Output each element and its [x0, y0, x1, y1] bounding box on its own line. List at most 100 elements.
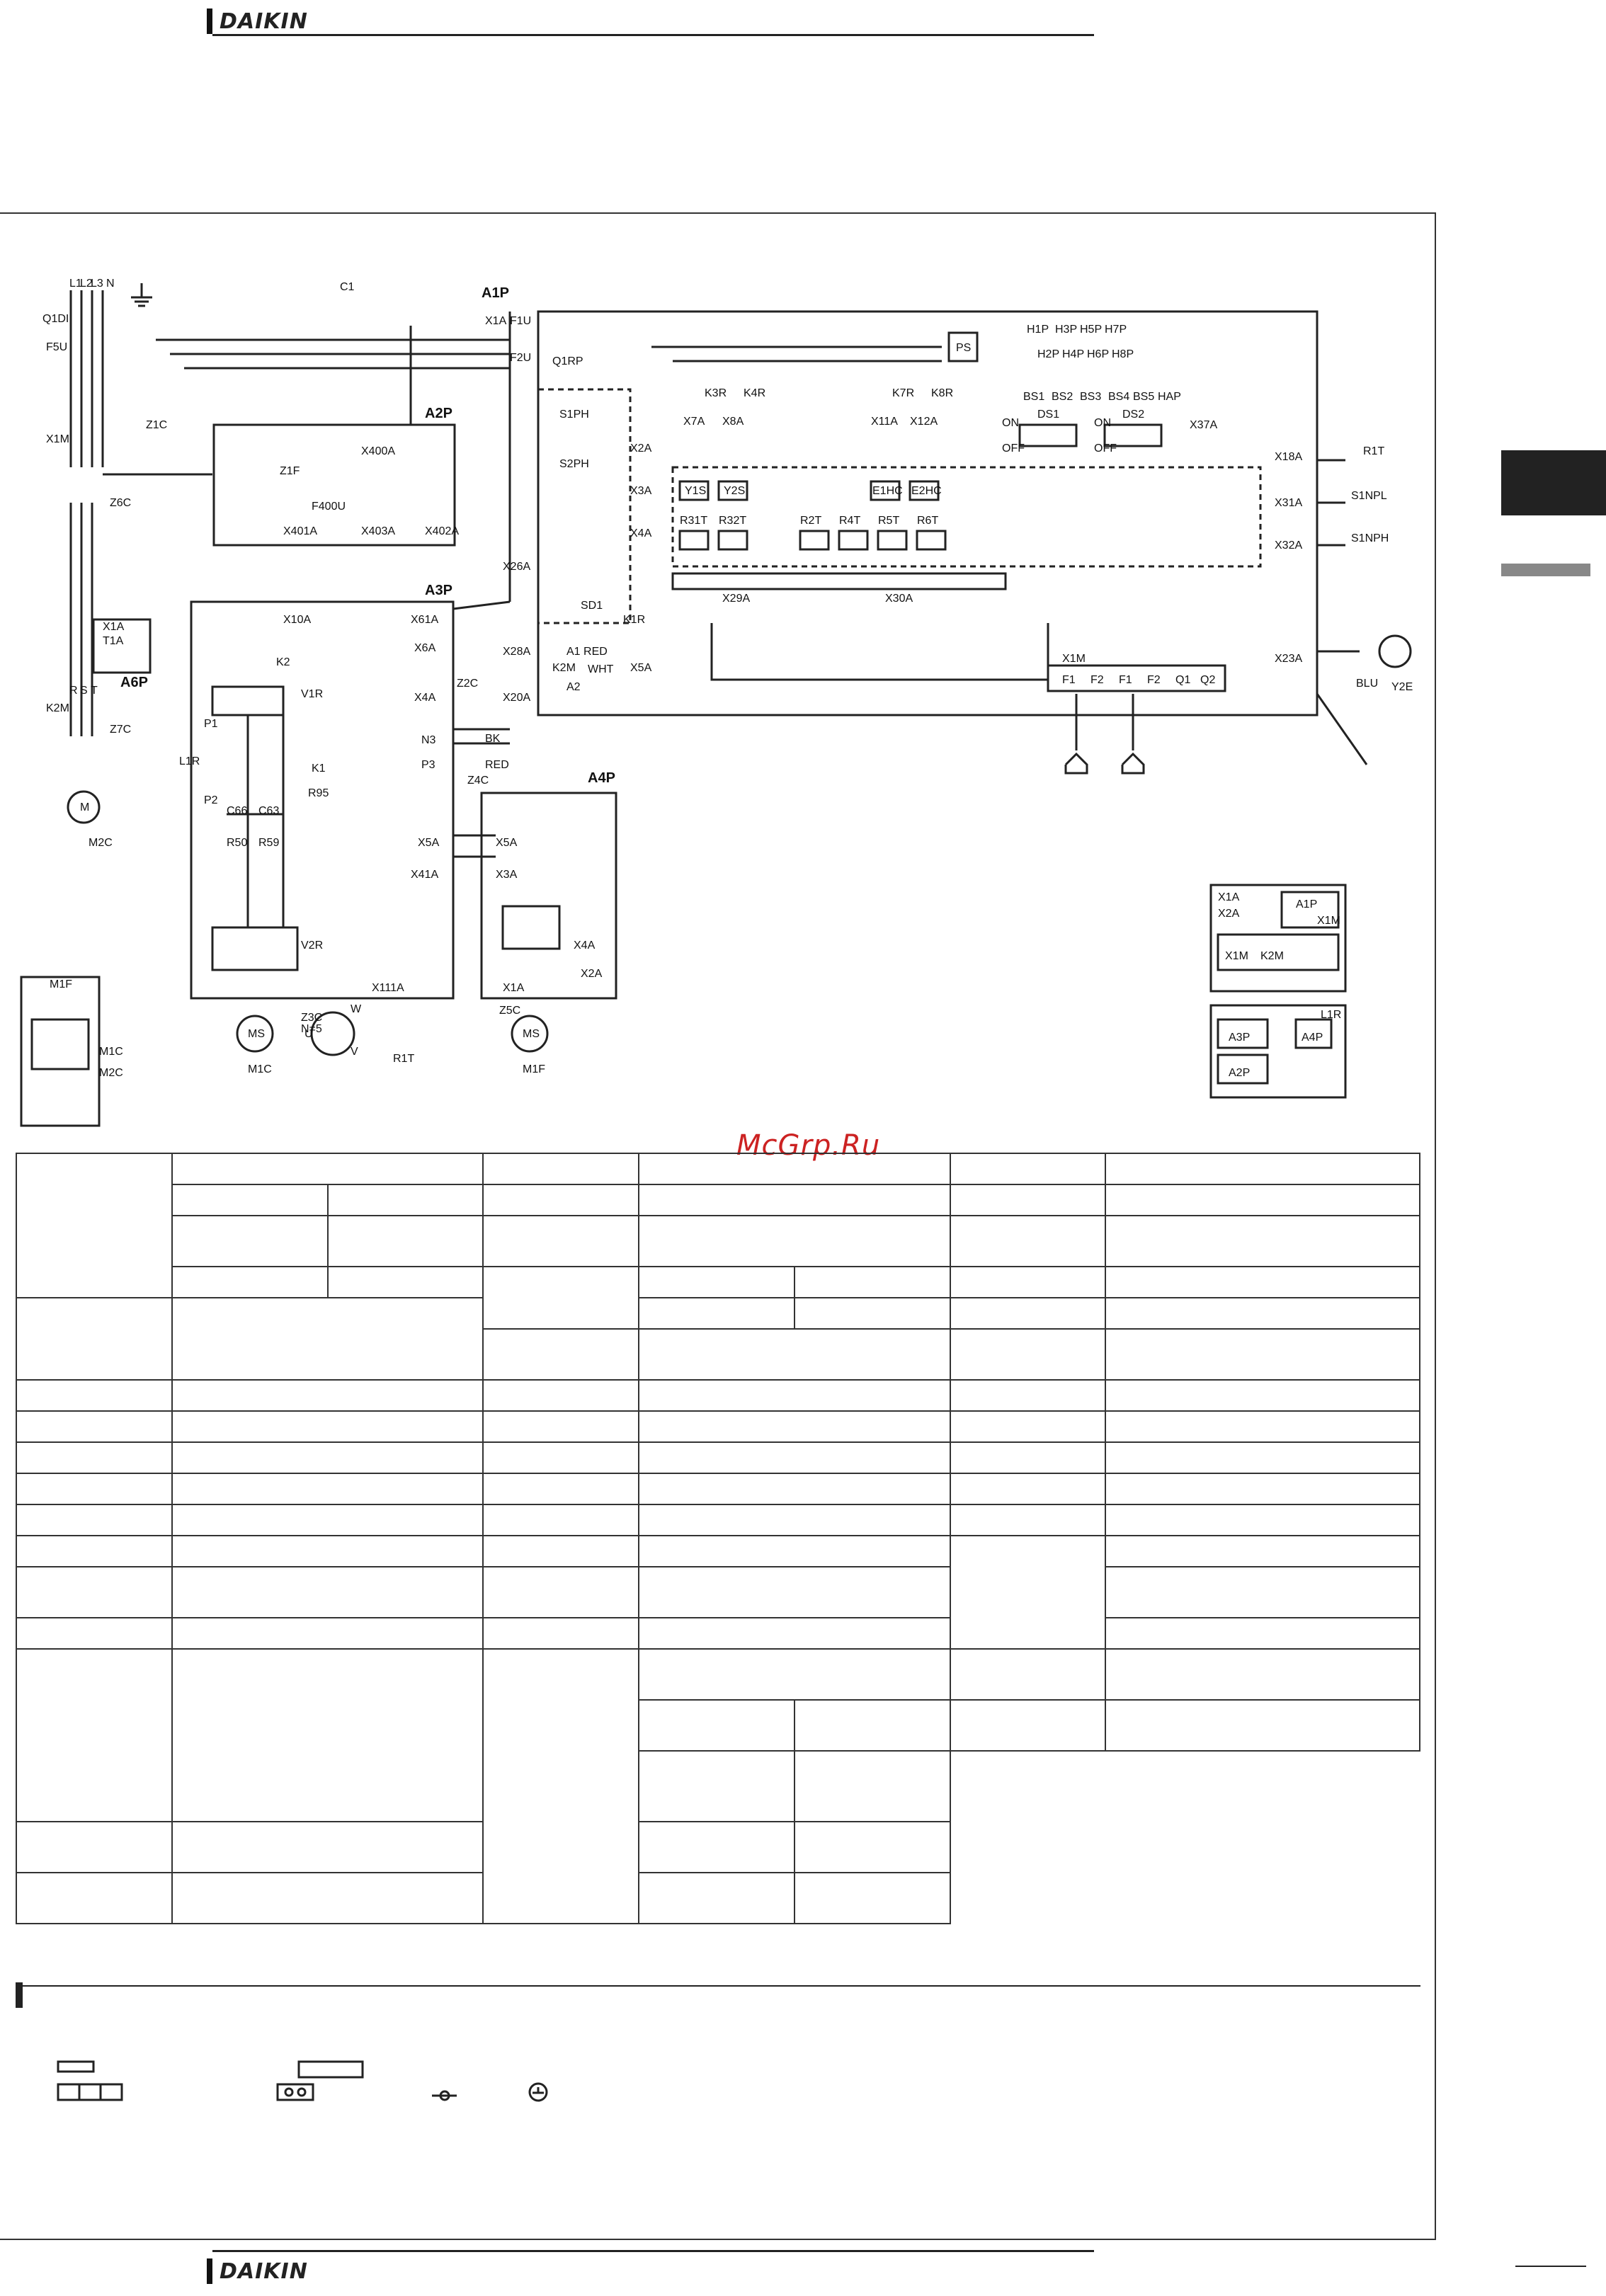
fuse-symbol [57, 2060, 95, 2073]
m1f-motor-symbol [511, 1015, 549, 1053]
label-x401a: X401A [283, 525, 317, 537]
label-a4p-small: A4P [1302, 1032, 1323, 1044]
label-y2e: Y2E [1391, 681, 1413, 693]
label-bk: BK [485, 733, 501, 745]
content-frame [0, 212, 1436, 2240]
label-x61a: X61A [411, 614, 438, 626]
label-m2c-sketch: M2C [99, 1067, 123, 1079]
a1p-inner-line [710, 623, 1049, 681]
label-r95: R95 [308, 787, 329, 799]
label-c1: C1 [340, 281, 355, 293]
label-x31a: X31A [1275, 497, 1302, 509]
label-c66: C66 [227, 805, 247, 817]
label-x8a: X8A [722, 416, 744, 428]
notes-marker [16, 1982, 23, 2008]
label-z1c: Z1C [146, 419, 167, 431]
label-p2: P2 [204, 794, 218, 806]
layout-box-top [1209, 884, 1347, 993]
label-a1p-small: A1P [1296, 898, 1317, 910]
label-y2s: Y2S [724, 485, 745, 497]
label-ds1-on: ON [1002, 417, 1019, 429]
label-m1f-sketch: M1F [50, 978, 72, 990]
label-h4p: H4P [1062, 348, 1084, 360]
wiring-diagram: A1P A2P A3P A4P A6P L1 L2 L3 N Q1DI F5U … [20, 278, 1413, 1127]
label-x18a: X18A [1275, 451, 1302, 463]
label-q1rp: Q1RP [552, 355, 583, 367]
label-c63: C63 [258, 805, 279, 817]
table-row [16, 1648, 1420, 1924]
label-l3: L3 [91, 278, 103, 290]
label-x12a: X12A [910, 416, 938, 428]
label-k3r: K3R [705, 387, 727, 399]
label-h7p: H7P [1105, 324, 1127, 336]
label-m1f-motor: M1F [523, 1063, 545, 1075]
y2e-motor-symbol [1378, 634, 1412, 668]
x1m-terminal-strip [1047, 664, 1226, 692]
label-bs5: BS5 [1133, 391, 1154, 403]
label-k2m: K2M [552, 662, 576, 674]
compressor-sketch [20, 976, 101, 1127]
label-s1npl: S1NPL [1351, 490, 1387, 502]
label-k1: K1 [312, 763, 326, 775]
label-r1t: R1T [1363, 445, 1384, 457]
label-x2a-small: X2A [1218, 908, 1240, 920]
label-r4t: R4T [839, 515, 860, 527]
label-t1a: T1A [103, 635, 124, 647]
label-l1r: L1R [179, 755, 200, 767]
label-z7c: Z7C [110, 724, 131, 736]
label-a2p: A2P [425, 406, 452, 421]
label-m1c-motor: M1C [248, 1063, 272, 1075]
label-x20a: X20A [503, 692, 530, 704]
layout-box-bottom [1209, 1004, 1347, 1099]
table-row [16, 1441, 1420, 1474]
label-y1s: Y1S [685, 485, 706, 497]
table-row [16, 1379, 1420, 1412]
label-n3: N3 [421, 734, 436, 746]
label-k2: K2 [276, 656, 290, 668]
label-ps: PS [956, 342, 971, 354]
section-tab [1501, 450, 1606, 515]
table-row [16, 1566, 1420, 1618]
label-x3a: X3A [630, 485, 652, 497]
table-row [16, 1872, 1420, 1924]
label-ms-m1f: MS [523, 1028, 540, 1040]
label-x26a: X26A [503, 561, 530, 573]
label-x403a: X403A [361, 525, 395, 537]
label-q1: Q1 [1175, 674, 1190, 686]
label-f1-a: F1 [1062, 674, 1076, 686]
header-logo-bar [207, 8, 212, 34]
notes-rule [23, 1985, 1420, 1987]
label-r32t: R32T [719, 515, 746, 527]
table-row [16, 1328, 1420, 1381]
a4p-inverter [501, 905, 561, 950]
label-r: R [69, 685, 78, 697]
protective-earth-symbol [528, 2082, 548, 2102]
label-l2: L2 [80, 278, 93, 290]
a3p-inverter [211, 926, 299, 971]
label-x32a: X32A [1275, 539, 1302, 552]
connector-symbol [276, 2083, 314, 2101]
label-h8p: H8P [1112, 348, 1134, 360]
label-x1m-a1p: X1M [1062, 653, 1086, 665]
table-row [16, 1215, 1420, 1267]
label-a2p-small: A2P [1229, 1067, 1250, 1079]
table-row [16, 1535, 1420, 1650]
label-bs4: BS4 [1108, 391, 1129, 403]
label-t: T [91, 685, 98, 697]
label-f2-a: F2 [1090, 674, 1104, 686]
label-a4p: A4P [588, 770, 615, 786]
label-x2a-a4p: X2A [581, 968, 603, 980]
label-f2u: F2U [510, 352, 531, 364]
label-k2m-a6p: K2M [46, 702, 69, 714]
label-h1p: H1P [1027, 324, 1049, 336]
label-x1m-small: X1M [1317, 915, 1340, 927]
header-brand: DAIKIN [220, 8, 308, 34]
label-v: V [351, 1046, 358, 1058]
label-k7r: K7R [892, 387, 914, 399]
footer-brand: DAIKIN [220, 2258, 308, 2284]
label-ds2-on: ON [1094, 417, 1111, 429]
label-x1a-small: X1A [1218, 891, 1240, 903]
table-row [16, 1504, 1420, 1536]
a4p-board-outline [480, 792, 617, 1000]
label-r6t: R6T [917, 515, 938, 527]
